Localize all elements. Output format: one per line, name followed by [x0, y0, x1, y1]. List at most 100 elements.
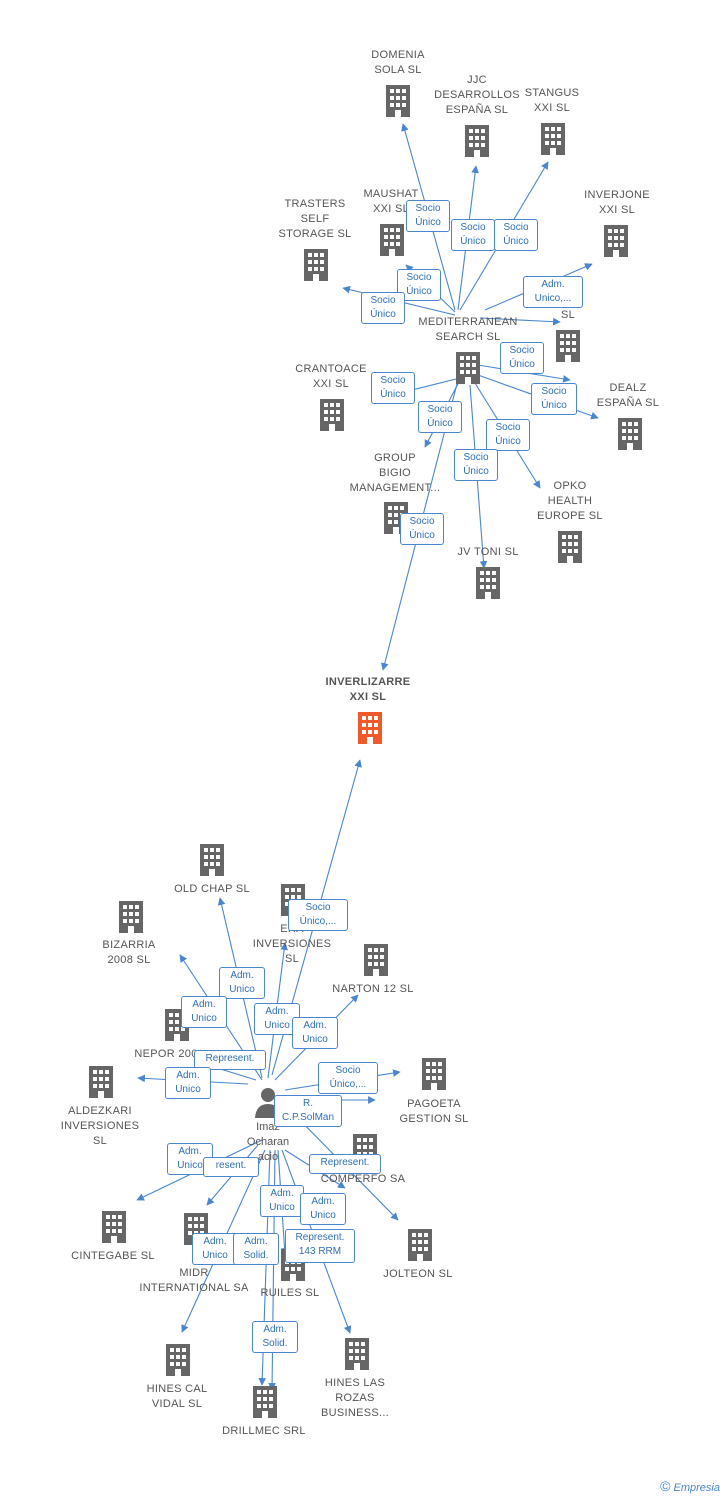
relation-label[interactable]: resent.	[203, 1157, 259, 1177]
relation-label[interactable]: Represent.	[194, 1050, 266, 1070]
relation-label[interactable]: Represent. 143 RRM	[285, 1229, 355, 1263]
building-icon[interactable]	[408, 1229, 432, 1261]
node-label: CRANTOACE XXI SL	[295, 363, 367, 390]
building-icon[interactable]	[166, 1344, 190, 1376]
node-imaz[interactable]: Imaz Ocharan acio	[247, 1120, 289, 1165]
focus-building-icon[interactable]	[358, 712, 382, 744]
building-icon[interactable]	[618, 418, 642, 450]
building-icon[interactable]	[345, 1338, 369, 1370]
relation-label[interactable]: Adm. Unico	[219, 967, 265, 999]
relation-label[interactable]: Adm. Unico	[300, 1193, 346, 1225]
building-icon[interactable]	[541, 123, 565, 155]
relation-label[interactable]: Socio Único	[454, 449, 498, 481]
node-jv-toni[interactable]: JV TONI SL	[457, 545, 518, 560]
node-nepor[interactable]: NEPOR 200	[134, 1047, 197, 1062]
node-label: ALDEZKARI INVERSIONES SL	[60, 1105, 140, 1147]
building-icon[interactable]	[558, 531, 582, 563]
relation-label[interactable]: R. C.P.SolMan	[274, 1095, 342, 1127]
node-label: DEALZ ESPAÑA SL	[596, 382, 660, 409]
building-icon[interactable]	[102, 1211, 126, 1243]
relation-label[interactable]: Adm. Unico	[260, 1185, 304, 1217]
relation-label[interactable]: Adm. Unico	[292, 1017, 338, 1049]
node-cintegabe[interactable]: CINTEGABE SL	[71, 1249, 155, 1264]
node-label: NEPOR 200	[134, 1048, 198, 1060]
node-label: STANGUS XXI SL	[524, 87, 580, 114]
building-icon[interactable]	[456, 352, 480, 384]
building-icon[interactable]	[465, 125, 489, 157]
building-icon[interactable]	[386, 85, 410, 117]
node-hines-las[interactable]: HINES LAS ROZAS BUSINESS...	[321, 1376, 389, 1421]
node-crantoace[interactable]: CRANTOACE XXI SL	[295, 362, 367, 392]
node-hines-cal[interactable]: HINES CAL VIDAL SL	[147, 1382, 208, 1412]
building-icon[interactable]	[604, 225, 628, 257]
building-icon[interactable]	[476, 567, 500, 599]
relation-label[interactable]: Adm. Unico	[181, 996, 227, 1028]
node-narton[interactable]: NARTON 12 SL	[332, 982, 413, 997]
relation-label[interactable]: Socio Único,...	[288, 899, 348, 931]
relation-label[interactable]: Socio Único	[371, 372, 415, 404]
edge-line	[479, 317, 561, 326]
node-maushat[interactable]: MAUSHAT XXI SL	[363, 187, 418, 217]
relation-label[interactable]: Adm. Unico	[192, 1233, 238, 1265]
building-icon[interactable]	[200, 844, 224, 876]
node-stangus[interactable]: STANGUS XXI SL	[525, 86, 579, 116]
node-label: RUILES SL	[260, 1287, 320, 1299]
relation-label[interactable]: Socio Único	[397, 269, 441, 301]
node-inverjone[interactable]: INVERJONE XXI SL	[584, 188, 650, 218]
node-label: JOLTEON SL	[383, 1268, 453, 1280]
node-trasters[interactable]: TRASTERS SELF STORAGE SL	[278, 197, 351, 242]
node-inverlizarre[interactable]: INVERLIZARRE XXI SL	[326, 675, 411, 705]
node-label: HINES CAL VIDAL SL	[146, 1383, 208, 1410]
relation-label[interactable]: Socio Único	[400, 513, 444, 545]
relation-label[interactable]: Socio Único	[531, 383, 577, 415]
brand-name: Empresia	[673, 1482, 720, 1494]
relation-label[interactable]: Represent.	[309, 1154, 381, 1174]
node-jjc[interactable]: JJC DESARROLLOS ESPAÑA SL	[434, 73, 520, 118]
relation-label[interactable]: Socio Único	[361, 292, 405, 324]
node-group-bigio[interactable]: GROUP BIGIO MANAGEMENT...	[350, 451, 441, 496]
node-jolteon[interactable]: JOLTEON SL	[383, 1267, 452, 1282]
node-label: MAUSHAT XXI SL	[363, 188, 419, 215]
relation-label[interactable]: Socio Único	[486, 419, 530, 451]
node-label: OPKO HEALTH EUROPE SL	[537, 480, 603, 522]
building-icon[interactable]	[89, 1066, 113, 1098]
node-aldezkari[interactable]: ALDEZKARI INVERSIONES SL	[61, 1104, 140, 1149]
building-icon[interactable]	[253, 1386, 277, 1418]
node-dealz[interactable]: DEALZ ESPAÑA SL	[597, 381, 659, 411]
relation-label[interactable]: Adm. Unico	[165, 1067, 211, 1099]
node-label: COMPERFO SA	[320, 1173, 406, 1185]
relation-label[interactable]: Socio Único	[406, 200, 450, 232]
relation-label[interactable]: Socio Único,...	[318, 1062, 378, 1094]
node-domenia[interactable]: DOMENIA SOLA SL	[371, 48, 424, 78]
node-label: DRILLMEC SRL	[222, 1425, 306, 1437]
building-icon[interactable]	[364, 944, 388, 976]
node-pagoeta[interactable]: PAGOETA GESTION SL	[399, 1097, 468, 1127]
building-icon[interactable]	[422, 1058, 446, 1090]
node-label: INVERLIZARRE XXI SL	[325, 676, 411, 703]
relation-label[interactable]: Socio Único	[494, 219, 538, 251]
node-label: HINES LAS ROZAS BUSINESS...	[320, 1377, 390, 1419]
node-opko[interactable]: OPKO HEALTH EUROPE SL	[537, 479, 603, 524]
relation-label[interactable]: Adm. Solid.	[233, 1233, 279, 1265]
node-label: INVERJONE XXI SL	[584, 189, 650, 216]
building-icon[interactable]	[556, 330, 580, 362]
node-ruiles[interactable]: RUILES SL	[261, 1286, 320, 1301]
node-old-chap[interactable]: OLD CHAP SL	[174, 882, 250, 897]
building-icon[interactable]	[320, 399, 344, 431]
node-drillmec[interactable]: DRILLMEC SRL	[222, 1424, 306, 1439]
node-label: CINTEGABE SL	[71, 1250, 155, 1262]
relation-label[interactable]: Socio Único	[500, 342, 544, 374]
node-midr[interactable]: MIDR INTERNATIONAL SA	[139, 1266, 248, 1296]
node-bizarria[interactable]: BIZARRIA 2008 SL	[102, 938, 155, 968]
relation-label[interactable]: Adm. Solid.	[252, 1321, 298, 1353]
relation-label[interactable]: Socio Único	[451, 219, 495, 251]
building-icon[interactable]	[380, 224, 404, 256]
building-icon[interactable]	[304, 249, 328, 281]
building-icon[interactable]	[119, 901, 143, 933]
node-comperfo[interactable]: COMPERFO SA	[321, 1172, 406, 1187]
relation-label[interactable]: Adm. Unico,...	[523, 276, 583, 308]
relation-label[interactable]: Socio Único	[418, 401, 462, 433]
node-mediterranean[interactable]: MEDITERRANEAN SEARCH SL	[418, 315, 517, 345]
node-label: OLD CHAP SL	[174, 883, 250, 895]
node-label: Imaz Ocharan acio	[246, 1121, 290, 1163]
